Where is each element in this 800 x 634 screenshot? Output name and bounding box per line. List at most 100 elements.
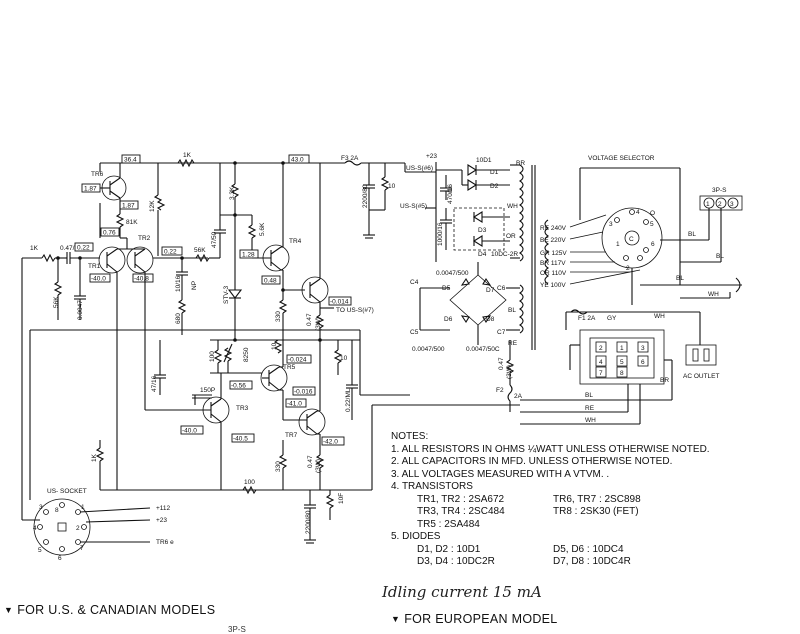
triangle-marker-icon: ▼ [4, 605, 14, 615]
resistor-label: (3W) [506, 365, 513, 379]
voltage-label: 0.48 [264, 278, 277, 285]
note-4: 4. TRANSISTORS [391, 481, 473, 492]
diode-d8 [482, 315, 492, 324]
transistor-spec: TR8 : 2SK30 (FET) [553, 506, 639, 517]
voltage-label: -40.5 [233, 436, 248, 443]
voltage-box [261, 275, 281, 285]
resistor-label: 1K [30, 245, 39, 252]
diode-spec: D5, D6 : 10DC4 [553, 543, 624, 555]
transistor-label: TR3 [236, 405, 249, 412]
voltage-label: -41.0 [287, 401, 302, 408]
resistor-label: (3W) [315, 459, 322, 473]
resistor-10f [325, 494, 335, 509]
diode-d7 [482, 277, 492, 286]
switch-pin: 1 [706, 201, 710, 208]
resistor-10k [380, 176, 390, 191]
diode-label: D8 [486, 316, 495, 323]
selector-pin: 6 [651, 241, 655, 248]
wire-label: WH [585, 417, 596, 424]
selector-pin: 4 [636, 209, 640, 216]
resistor-label: 100 [244, 479, 255, 486]
wire-label: BR [516, 160, 525, 167]
diode-label: D1 [490, 169, 499, 176]
transistor-tr2 [126, 246, 154, 274]
selector-title: VOLTAGE SELECTOR [588, 155, 655, 162]
fuse-f1 [570, 309, 588, 315]
capacitor-label: NP [191, 281, 198, 290]
resistor-label: 0.47 [306, 313, 313, 326]
transistor-label: TR2 [138, 235, 151, 242]
octal-socket [579, 329, 665, 385]
bridge-rectifier [449, 274, 507, 326]
resistor-047c [505, 359, 515, 374]
voltage-box [132, 273, 154, 283]
wire-label: BR [660, 377, 669, 384]
octal-pin: 7 [599, 370, 603, 377]
voltage-label: -40.0 [182, 428, 197, 435]
note-5: 5. DIODES [391, 531, 441, 542]
tap-label: YE 100V [540, 282, 566, 289]
capacitor-label: 0.22/ML [345, 388, 352, 412]
capacitor-label: 150P [200, 387, 215, 394]
transistor-spec: TR6, TR7 : 2SC898 [553, 493, 641, 505]
cropped-label: 3P-S [228, 625, 246, 634]
resistor-330 [278, 299, 288, 314]
fuse-label: F3 2A [341, 155, 359, 162]
diode-label: D4 [478, 251, 487, 258]
wire-label: BL [508, 307, 516, 314]
resistor-label: 100 [209, 351, 216, 362]
resistor-3k3 [230, 183, 240, 198]
capacitor-label: C4 [410, 279, 419, 286]
wire-label: WH [507, 203, 518, 210]
capacitor-label: 10/16 [175, 275, 182, 292]
fuse-f3 [344, 160, 362, 166]
capacitor-label: C6 [497, 285, 506, 292]
socket-label: US- SOCKET [47, 488, 87, 495]
resistor-label: 3.3K [229, 186, 236, 200]
note-2: 2. ALL CAPACITORS IN MFD. UNLESS OTHERWI… [391, 456, 673, 467]
fuse-f2 [507, 384, 513, 402]
wire-label: BL [585, 392, 593, 399]
transistor-label: TR4 [289, 238, 302, 245]
resistor-047-3w-b [315, 454, 325, 469]
resistor-label: 1K [91, 453, 98, 462]
diode-d4 [472, 235, 483, 247]
transistor-row: TR3, TR4 : 2SC484 TR8 : 2SK30 (FET) [391, 506, 731, 519]
note-3: 3. ALL VOLTAGES MEASURED WITH A VTVM. . [391, 468, 610, 480]
wire-label: GY [607, 315, 617, 322]
voltage-label: 0.76 [103, 230, 116, 237]
selector-pin: 2 [626, 265, 630, 272]
wire-label: BL [688, 231, 696, 238]
resistor-81k [115, 213, 125, 228]
voltage-box [285, 398, 307, 408]
ac-outlet [685, 344, 717, 366]
capacitor-label: 0.0047/500 [412, 346, 445, 353]
octal-pin: 3 [641, 345, 645, 352]
capacitor-label: 47/16 [151, 375, 158, 392]
us-model-caption: ▼FOR U.S. & CANADIAN MODELS [4, 603, 215, 617]
notes-block: NOTES: 1. ALL RESISTORS IN OHMS ¼WATT UN… [391, 431, 731, 569]
voltage-box [292, 386, 316, 396]
switch-pin: 3 [730, 201, 734, 208]
capacitor-label: 1000/16 [437, 222, 444, 246]
eu-model-caption: ▼FOR EUROPEAN MODEL [391, 612, 558, 626]
diode-block-d3-d4 [453, 207, 505, 251]
selector-pin: O [650, 210, 655, 217]
diode-row: D1, D2 : 10D1 D5, D6 : 10DC4 [391, 544, 731, 557]
resistor-680 [177, 299, 187, 314]
octal-pin: 6 [641, 359, 645, 366]
voltage-label: 1.28 [242, 252, 255, 259]
diode-label: D2 [490, 183, 499, 190]
resistor-10 [273, 339, 283, 354]
resistor-label: (3W) [315, 317, 322, 331]
voltage-box [286, 354, 312, 364]
capacitor-label: 0.47/10 [60, 245, 82, 252]
diode-row: D3, D4 : 10DC2R D7, D8 : 10DC4R [391, 556, 731, 569]
wire-label: BL [676, 275, 684, 282]
diode-label: STV-3 [223, 286, 230, 304]
idling-current-note: Idling current 15 mA [382, 583, 542, 601]
transistor-tr1 [98, 246, 126, 274]
selector-pin: 1 [616, 241, 620, 248]
transistor-spec: TR3, TR4 : 2SC484 [417, 506, 505, 517]
voltage-box [231, 433, 255, 443]
